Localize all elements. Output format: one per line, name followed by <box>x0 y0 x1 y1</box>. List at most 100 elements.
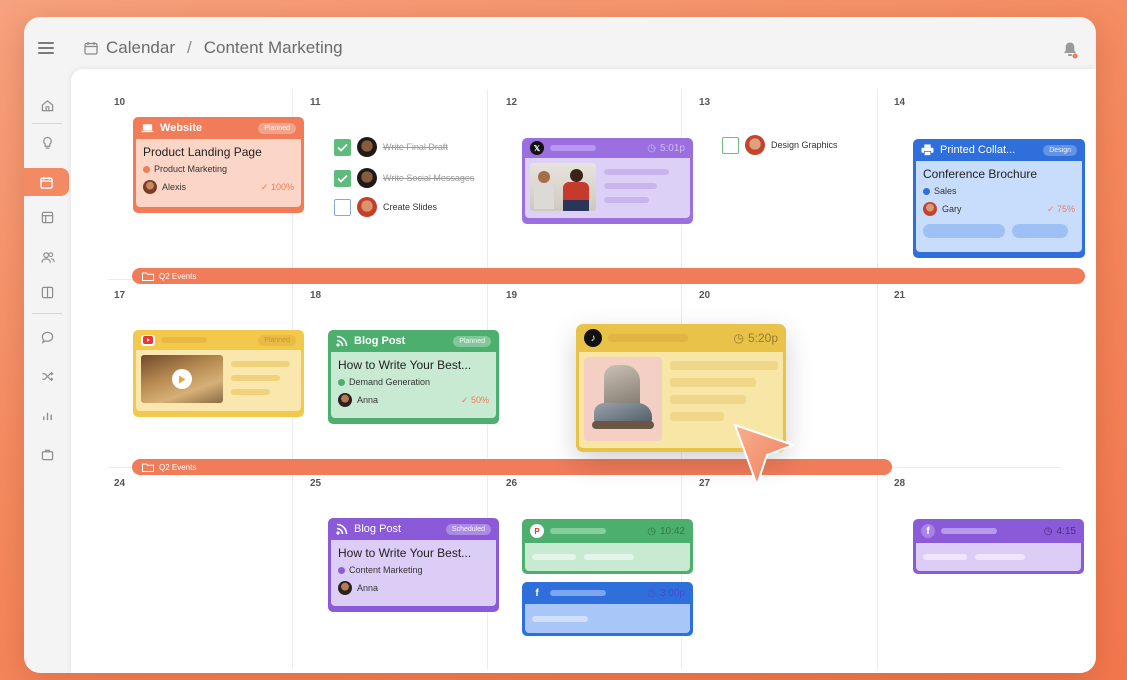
sidebar-item-home[interactable] <box>32 91 63 119</box>
lightbulb-icon <box>43 136 52 149</box>
content-card-print[interactable]: Printed Collat... Design Conference Broc… <box>913 139 1085 258</box>
menu-icon[interactable] <box>38 42 54 54</box>
time-value: 5:01p <box>659 142 685 154</box>
task-label: Design Graphics <box>771 140 838 150</box>
placeholder-lines <box>670 357 778 443</box>
x-logo-icon: 𝕏 <box>530 141 544 155</box>
card-category: Website <box>160 122 202 134</box>
post-image <box>530 163 596 211</box>
checkbox-unchecked[interactable] <box>722 136 739 154</box>
top-bar: Calendar / Content Marketing <box>24 17 1096 69</box>
card-title: Product Landing Page <box>143 145 262 159</box>
event-label: Q2 Events <box>159 462 197 472</box>
tag-dot <box>923 187 930 195</box>
card-header: f ◷ 4:15 <box>913 519 1084 543</box>
card-title: Conference Brochure <box>923 167 1038 181</box>
sidebar-item-library[interactable] <box>32 278 63 306</box>
event-label: Q2 Events <box>159 271 197 281</box>
assignee-name: Anna <box>357 395 379 405</box>
sidebar-item-users[interactable] <box>32 243 63 271</box>
video-thumbnail[interactable] <box>141 355 223 403</box>
card-assignee: Anna ✓ 50% <box>338 393 489 407</box>
task-label: Write Social Messages <box>383 173 475 183</box>
checkbox-unchecked[interactable] <box>334 198 351 216</box>
task-label: Create Slides <box>383 202 438 212</box>
notification-bell-icon[interactable] <box>1062 41 1078 59</box>
event-bar[interactable]: Q2 Events <box>132 268 1085 284</box>
progress-percent: 75% <box>1056 203 1075 214</box>
card-body <box>136 350 301 411</box>
layout-icon <box>41 211 54 223</box>
printer-icon <box>921 144 934 156</box>
placeholder-bar <box>161 337 207 343</box>
social-card-facebook-2[interactable]: f ◷ 4:15 <box>913 519 1084 574</box>
card-body: How to Write Your Best... Demand Generat… <box>331 352 496 418</box>
event-bar[interactable]: Q2 Events <box>132 459 892 475</box>
day-number: 13 <box>699 97 711 108</box>
calendar-small-icon <box>84 42 98 55</box>
placeholder-line <box>532 615 588 622</box>
sidebar-item-analytics[interactable] <box>32 401 63 429</box>
placeholder-bar <box>941 528 997 534</box>
card-category: Blog Post <box>354 335 406 347</box>
assignee-name: Gary <box>942 204 962 214</box>
laptop-icon <box>141 124 154 133</box>
sidebar-item-assets[interactable] <box>32 440 63 468</box>
sidebar-item-ideas[interactable] <box>32 129 63 157</box>
content-card-blog-post-scheduled[interactable]: Blog Post Scheduled How to Write Your Be… <box>328 518 499 612</box>
time-value: 10:42 <box>659 525 685 537</box>
breadcrumb-content-marketing[interactable]: Content Marketing <box>203 38 343 57</box>
play-icon[interactable] <box>172 369 192 389</box>
card-header: Blog Post Planned <box>328 330 499 352</box>
card-tag: Content Marketing <box>338 565 489 575</box>
tag-label: Product Marketing <box>154 164 228 174</box>
placeholder-bar <box>550 590 606 596</box>
day-number: 12 <box>506 97 518 108</box>
content-card-website[interactable]: Website Planned Product Landing Page Pro… <box>133 117 304 213</box>
scheduled-time: ◷ 5:01p <box>647 142 685 154</box>
progress-value: ✓ 50% <box>460 394 489 405</box>
drag-cursor-icon <box>734 424 794 486</box>
task-item[interactable]: Write Social Messages <box>334 168 474 188</box>
tag-label: Demand Generation <box>349 377 431 387</box>
breadcrumb-calendar[interactable]: Calendar <box>106 38 175 57</box>
folder-icon <box>142 463 154 472</box>
sidebar-item-workflows[interactable] <box>32 362 63 390</box>
card-header: Blog Post Scheduled <box>328 518 499 540</box>
day-number: 11 <box>310 97 321 108</box>
sidebar-divider <box>32 123 62 124</box>
social-card-pinterest[interactable]: P ◷ 10:42 <box>522 519 693 574</box>
social-card-x[interactable]: 𝕏 ◷ 5:01p <box>522 138 693 224</box>
avatar <box>745 135 765 155</box>
briefcase-icon <box>41 449 54 460</box>
sidebar <box>24 69 71 673</box>
tag-dot <box>338 566 345 574</box>
book-icon <box>41 286 54 298</box>
content-card-blog-post[interactable]: Blog Post Planned How to Write Your Best… <box>328 330 499 424</box>
card-header: P ◷ 10:42 <box>522 519 693 543</box>
task-item[interactable]: Write Final Draft <box>334 137 448 157</box>
task-item[interactable]: Design Graphics <box>722 135 838 155</box>
social-card-youtube[interactable]: Planned <box>133 330 304 417</box>
scheduled-time: ◷ 5:20p <box>733 331 778 345</box>
scheduled-time: ◷ 10:42 <box>647 525 685 537</box>
checkbox-checked[interactable] <box>334 169 351 187</box>
card-assignee: Gary ✓ 75% <box>923 202 1075 216</box>
sidebar-item-calendar[interactable] <box>24 168 69 196</box>
card-assignee: Alexis ✓ 100% <box>143 180 294 194</box>
tag-dot <box>338 378 345 386</box>
tag-label: Sales <box>934 186 957 196</box>
day-number: 10 <box>114 97 126 108</box>
card-tag: Demand Generation <box>338 377 489 387</box>
day-number: 17 <box>114 290 126 301</box>
day-number: 21 <box>894 290 906 301</box>
sidebar-item-chat[interactable] <box>32 323 63 351</box>
assignee-name: Alexis <box>162 182 187 192</box>
home-icon <box>41 99 54 111</box>
social-card-facebook[interactable]: f ◷ 3:00p <box>522 582 693 636</box>
checkbox-checked[interactable] <box>334 138 351 156</box>
breadcrumb-separator: / <box>187 38 192 57</box>
card-header: 𝕏 ◷ 5:01p <box>522 138 693 158</box>
task-item[interactable]: Create Slides <box>334 197 437 217</box>
sidebar-item-layout[interactable] <box>32 203 63 231</box>
